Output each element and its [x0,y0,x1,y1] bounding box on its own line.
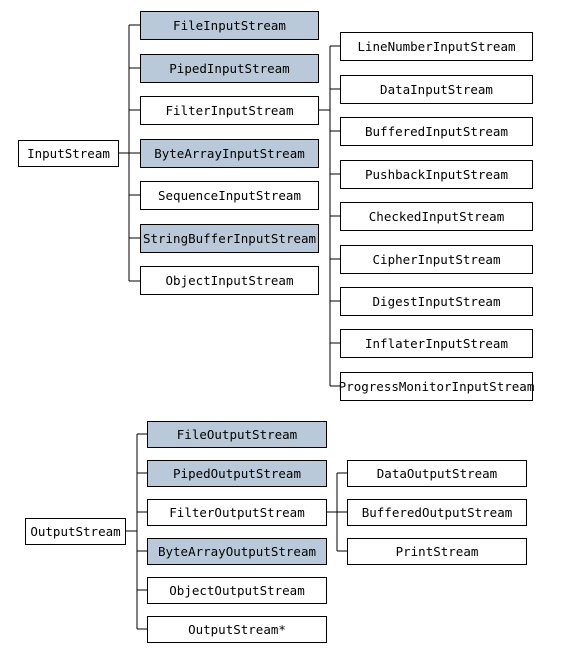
filter-output-node-dataoutputstream: DataOutputStream [347,460,527,487]
filter-input-node-cipherinputstream: CipherInputStream [340,245,533,274]
filter-input-node-progressmonitorinputstream: ProgressMonitorInputStream [339,372,534,401]
filter-output-node-printstream: PrintStream [347,538,527,565]
output-node-bytearrayoutputstream: ByteArrayOutputStream [147,538,327,565]
input-node-pipedinputstream: PipedInputStream [140,54,319,83]
input-node-bytearrayinputstream: ByteArrayInputStream [140,139,319,168]
output-node-filteroutputstream: FilterOutputStream [147,499,327,526]
input-node-fileinputstream: FileInputStream [140,11,319,40]
filter-input-node-pushbackinputstream: PushbackInputStream [340,160,533,189]
filter-input-node-bufferedinputstream: BufferedInputStream [340,117,533,146]
filter-input-node-linenumberinputstream: LineNumberInputStream [340,32,533,61]
input-node-sequenceinputstream: SequenceInputStream [140,181,319,210]
filter-input-node-datainputstream: DataInputStream [340,75,533,104]
output-node-objectoutputstream: ObjectOutputStream [147,577,327,604]
input-node-filterinputstream: FilterInputStream [140,96,319,125]
output-node-fileoutputstream: FileOutputStream [147,421,327,448]
filter-output-node-bufferedoutputstream: BufferedOutputStream [347,499,527,526]
filter-input-node-inflaterinputstream: InflaterInputStream [340,329,533,358]
output-node-pipedoutputstream: PipedOutputStream [147,460,327,487]
input-node-objectinputstream: ObjectInputStream [140,266,319,295]
filter-input-node-digestinputstream: DigestInputStream [340,287,533,316]
filter-input-node-checkedinputstream: CheckedInputStream [340,202,533,231]
inputstream-root-node: InputStream [18,140,119,167]
output-node-outputstream-star: OutputStream* [147,616,327,643]
outputstream-root-node: OutputStream [25,518,126,545]
input-node-stringbufferinputstream: StringBufferInputStream [140,224,319,253]
